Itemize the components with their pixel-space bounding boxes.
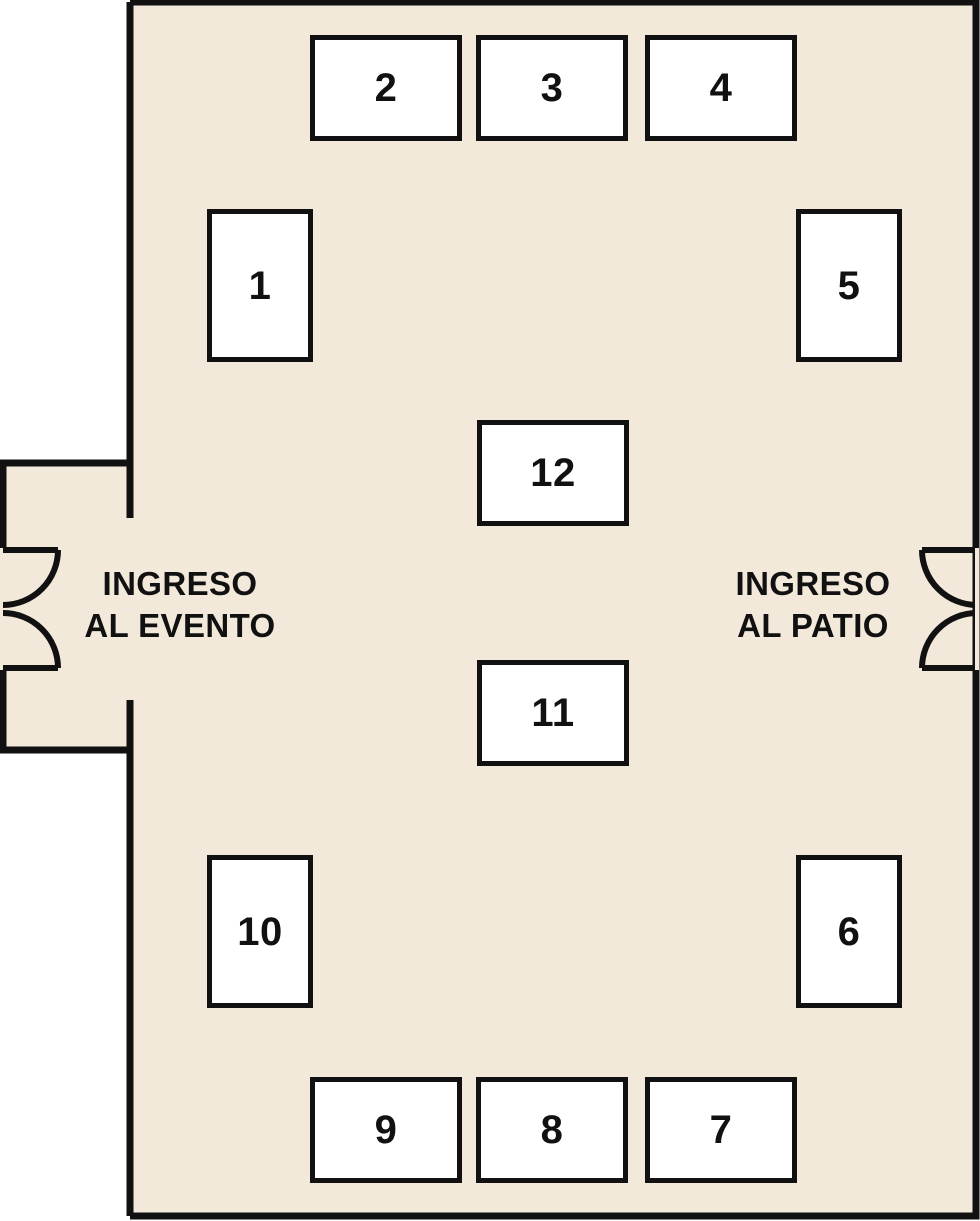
table-9[interactable]: 9 [310,1077,462,1183]
table-10[interactable]: 10 [207,855,313,1008]
table-number-label: 8 [540,1108,564,1152]
left-alcove-wall [0,459,133,548]
right-alcove-floor [920,548,980,670]
table-number-label: 3 [540,66,564,110]
table-12[interactable]: 12 [477,420,629,526]
table-7[interactable]: 7 [645,1077,797,1183]
table-number-label: 7 [709,1108,733,1152]
table-number-label: 2 [374,66,398,110]
table-2[interactable]: 2 [310,35,462,141]
table-1[interactable]: 1 [207,209,313,362]
table-4[interactable]: 4 [645,35,797,141]
table-number-label: 5 [837,263,861,308]
table-5[interactable]: 5 [796,209,902,362]
table-number-label: 11 [531,691,575,735]
table-number-label: 9 [374,1108,398,1152]
left-alcove-floor [0,463,140,753]
left-door-arc-top [2,549,61,608]
entrance-label-event: INGRESO AL EVENTO [84,565,276,645]
left-door-arc-bottom [2,610,61,669]
table-number-label: 6 [837,909,861,954]
table-number-label: 4 [709,66,733,110]
main-room-floor [133,4,973,1213]
table-6[interactable]: 6 [796,855,902,1008]
left-alcove-wall-lower [0,670,133,754]
right-door-arc-bottom [919,610,978,669]
table-number-label: 12 [530,451,576,495]
entrance-label-patio: INGRESO AL PATIO [735,565,891,645]
table-number-label: 1 [248,263,272,308]
table-number-label: 10 [237,909,283,954]
table-11[interactable]: 11 [477,660,629,766]
right-door-arc-top [919,549,978,608]
table-3[interactable]: 3 [476,35,628,141]
table-8[interactable]: 8 [476,1077,628,1183]
